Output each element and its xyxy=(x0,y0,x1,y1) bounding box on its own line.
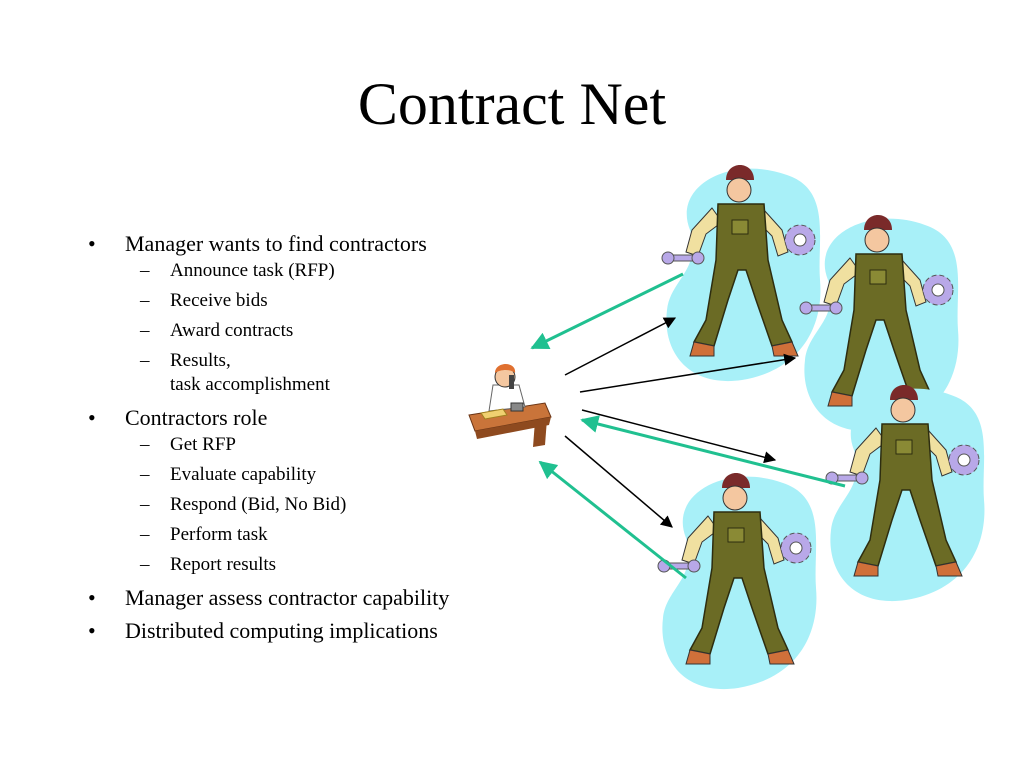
bid-arrow xyxy=(580,415,846,488)
bid-arrow xyxy=(530,272,684,350)
sub-bullet-item: Evaluate capability xyxy=(125,463,528,487)
sub-bullet-item: Announce task (RFP) xyxy=(125,259,528,283)
manager-at-desk-icon xyxy=(468,363,552,448)
sub-bullet-item: Results, task accomplishment xyxy=(125,349,528,397)
bullet-text: Manager assess contractor capability xyxy=(125,585,450,610)
sub-bullet-item: Receive bids xyxy=(125,289,528,313)
mechanic-with-gear-icon xyxy=(657,472,818,690)
bullet-text: Contractors role xyxy=(125,405,268,430)
bullet-text: Manager wants to find contractors xyxy=(125,231,427,256)
sub-bullet-item: Get RFP xyxy=(125,433,528,457)
slide-title: Contract Net xyxy=(357,71,667,137)
bullet-list: Manager wants to find contractors Announ… xyxy=(88,226,528,646)
sub-bullet-list: Announce task (RFP) Receive bids Award c… xyxy=(125,259,528,397)
sub-bullet-item: Respond (Bid, No Bid) xyxy=(125,493,528,517)
rfp-arrow xyxy=(564,317,677,376)
contractor-top xyxy=(661,164,822,382)
mechanic-with-gear-icon xyxy=(661,164,822,382)
bullet-item: Manager wants to find contractors Announ… xyxy=(88,229,528,397)
rfp-arrow xyxy=(579,353,797,393)
bullet-text: Distributed computing implications xyxy=(125,618,438,643)
sub-bullet-item: Award contracts xyxy=(125,319,528,343)
bid-arrow xyxy=(538,460,687,580)
sub-bullet-item: Report results xyxy=(125,553,528,577)
bullet-item: Contractors role Get RFP Evaluate capabi… xyxy=(88,403,528,577)
rfp-arrow xyxy=(581,409,777,464)
bullet-item: Manager assess contractor capability xyxy=(88,583,528,613)
bullet-item: Distributed computing implications xyxy=(88,616,528,646)
sub-bullet-list: Get RFP Evaluate capability Respond (Bid… xyxy=(125,433,528,577)
sub-bullet-item: Perform task xyxy=(125,523,528,547)
contractor-bottom xyxy=(657,472,818,690)
rfp-arrow xyxy=(564,435,673,528)
